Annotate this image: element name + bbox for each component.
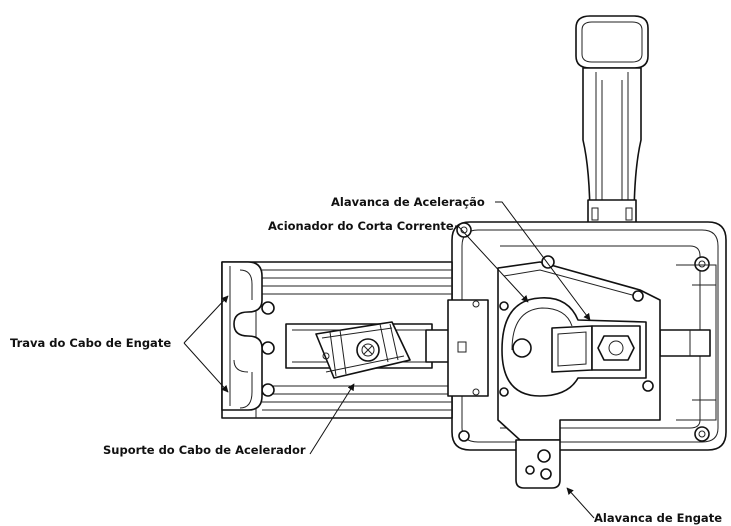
label-shift-cable-lock: Trava do Cabo de Engate bbox=[10, 336, 171, 350]
lever-handle bbox=[575, 15, 649, 227]
throttle-cable-bracket bbox=[315, 321, 411, 379]
shift-cable-lock bbox=[221, 261, 263, 411]
label-throttle-lever: Alavanca de Aceleração bbox=[331, 195, 485, 209]
leader-shift-lock-bottom bbox=[183, 342, 229, 393]
label-throttle-cable-bracket: Suporte do Cabo de Acelerador bbox=[103, 443, 306, 457]
leader-shift-lever bbox=[566, 487, 595, 519]
label-shift-lever: Alavanca de Engate bbox=[594, 511, 722, 525]
leader-throttle-lever bbox=[495, 201, 591, 321]
label-kill-switch-actuator: Acionador do Corta Corrente bbox=[268, 219, 454, 233]
leader-lines bbox=[183, 201, 595, 519]
shift-lever-tab bbox=[515, 439, 561, 489]
throttle-lever-arm bbox=[501, 297, 647, 397]
leader-shift-lock-top bbox=[183, 295, 229, 344]
leader-kill-switch bbox=[455, 225, 529, 303]
leader-throttle-bracket bbox=[309, 383, 355, 455]
